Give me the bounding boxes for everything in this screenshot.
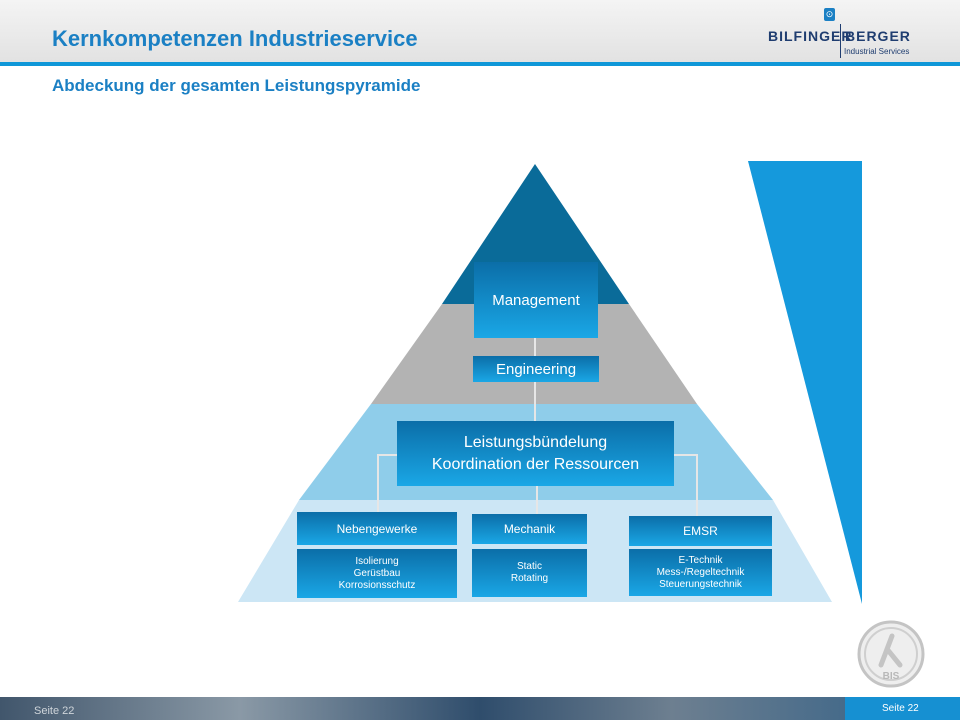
footer-page-box — [845, 697, 960, 720]
page-subtitle: Abdeckung der gesamten Leistungspyramide — [52, 76, 421, 95]
nebengewerke-box: Nebengewerke — [297, 512, 457, 545]
logo-subtitle: Industrial Services — [844, 47, 910, 56]
nebengewerke-label: Nebengewerke — [336, 521, 418, 536]
mechanik-box: Mechanik — [472, 514, 587, 544]
leistungsbuendelung-box: Leistungsbündelung Koordination der Ress… — [397, 421, 674, 486]
management-box: Management — [474, 262, 598, 338]
footer-page-number: Seite 22 — [882, 703, 919, 714]
mechanik-label: Mechanik — [503, 522, 556, 536]
nebengewerke-item: Isolierung — [355, 555, 399, 567]
emsr-item: Steuerungstechnik — [659, 578, 742, 590]
logo-separator — [840, 24, 841, 58]
emsr-label: EMSR — [683, 524, 718, 538]
nebengewerke-item: Korrosionsschutz — [338, 579, 416, 591]
management-label: Management — [492, 291, 580, 309]
header-accent-line — [0, 62, 960, 66]
mechanik-item: Static — [516, 561, 542, 572]
nebengewerke-item: Gerüstbau — [353, 567, 401, 579]
logo-word-left: BILFINGER — [768, 28, 853, 44]
emsr-box: EMSR — [629, 516, 772, 546]
company-logo: ⊙ BILFINGER BERGER Industrial Services — [752, 6, 952, 58]
leistung-line1: Leistungsbündelung — [463, 433, 608, 451]
page-title: Kernkompetenzen Industrieservice — [52, 26, 418, 51]
footer-page-label-faded: Seite 22 — [34, 705, 75, 717]
connector-lines — [377, 338, 698, 516]
seal-text: BIS — [883, 671, 900, 682]
nebengewerke-items-box: Isolierung Gerüstbau Korrosionsschutz — [297, 549, 457, 598]
mechanik-item: Rotating — [510, 573, 549, 584]
bis-seal-icon: BIS — [857, 620, 925, 688]
footer-photo-strip — [0, 697, 960, 720]
logo-word-right: BERGER — [845, 28, 911, 44]
logo-emblem-icon: ⊙ — [824, 8, 835, 21]
emsr-items-box: E-Technik Mess-/Regeltechnik Steuerungst… — [629, 549, 772, 596]
emsr-item: E-Technik — [678, 554, 723, 566]
coverage-wedge — [748, 161, 862, 604]
engineering-label: Engineering — [495, 360, 577, 378]
mechanik-items-box: Static Rotating — [472, 549, 587, 597]
engineering-box: Engineering — [473, 356, 599, 382]
header-bar — [0, 0, 960, 62]
leistung-line2: Koordination der Ressourcen — [431, 455, 640, 473]
emsr-item: Mess-/Regeltechnik — [656, 566, 745, 578]
